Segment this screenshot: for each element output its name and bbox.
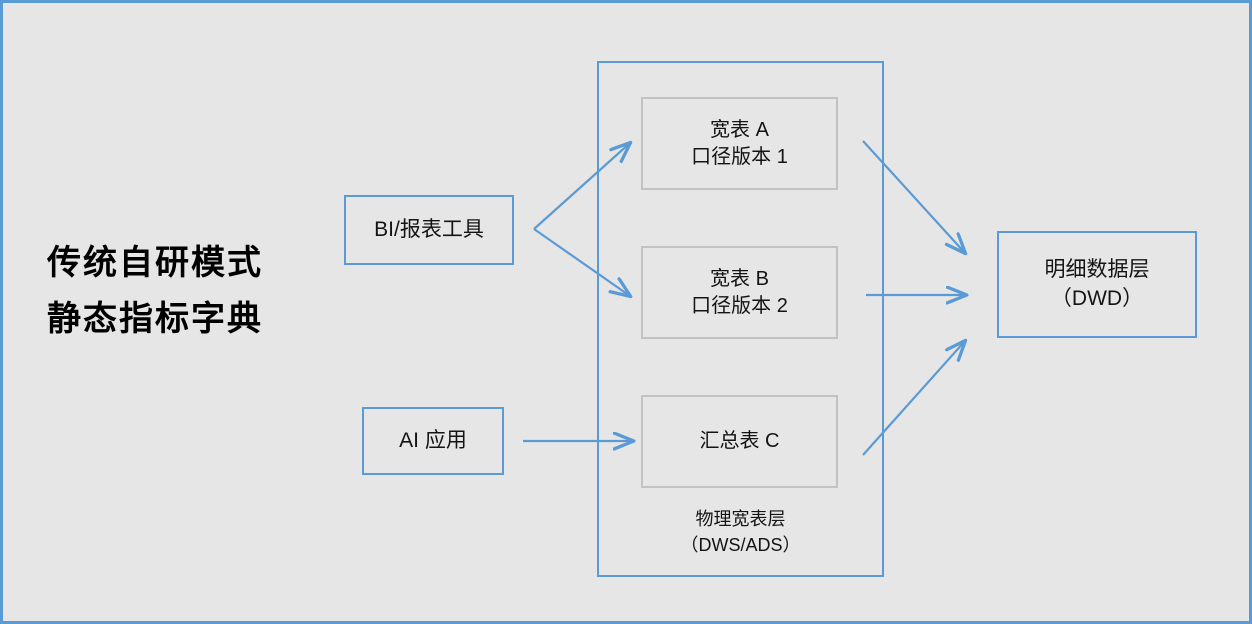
diagram-title: 传统自研模式 静态指标字典: [47, 235, 263, 347]
group-physical-wide-table-layer: [597, 61, 884, 577]
node-wide-table-a[interactable]: 宽表 A 口径版本 1: [641, 97, 838, 190]
group-label-line-2: （DWS/ADS）: [680, 535, 801, 556]
node-wide-table-b-line-1: 宽表 B: [710, 267, 769, 290]
node-ai-app[interactable]: AI 应用: [362, 407, 504, 475]
node-wide-table-a-line-2: 口径版本 1: [691, 145, 788, 168]
node-bi-tool-label: BI/报表工具: [374, 217, 484, 241]
node-ai-app-label: AI 应用: [399, 428, 467, 452]
node-bi-tool[interactable]: BI/报表工具: [344, 195, 514, 265]
node-detail-data-layer[interactable]: 明细数据层 （DWD）: [997, 231, 1197, 338]
node-wide-table-a-line-1: 宽表 A: [710, 118, 769, 141]
node-detail-data-layer-line-2: （DWD）: [1050, 286, 1144, 310]
node-wide-table-b-line-2: 口径版本 2: [691, 294, 788, 317]
node-wide-table-b[interactable]: 宽表 B 口径版本 2: [641, 246, 838, 339]
node-summary-table-c[interactable]: 汇总表 C: [641, 395, 838, 488]
group-label-line-1: 物理宽表层: [695, 509, 786, 529]
node-summary-table-c-line-1: 汇总表 C: [699, 430, 780, 452]
node-detail-data-layer-line-1: 明细数据层: [1044, 258, 1150, 282]
title-line-2: 静态指标字典: [47, 300, 263, 339]
title-line-1: 传统自研模式: [47, 244, 263, 282]
group-label-physical-wide-table-layer: 物理宽表层 （DWS/ADS）: [597, 506, 884, 558]
